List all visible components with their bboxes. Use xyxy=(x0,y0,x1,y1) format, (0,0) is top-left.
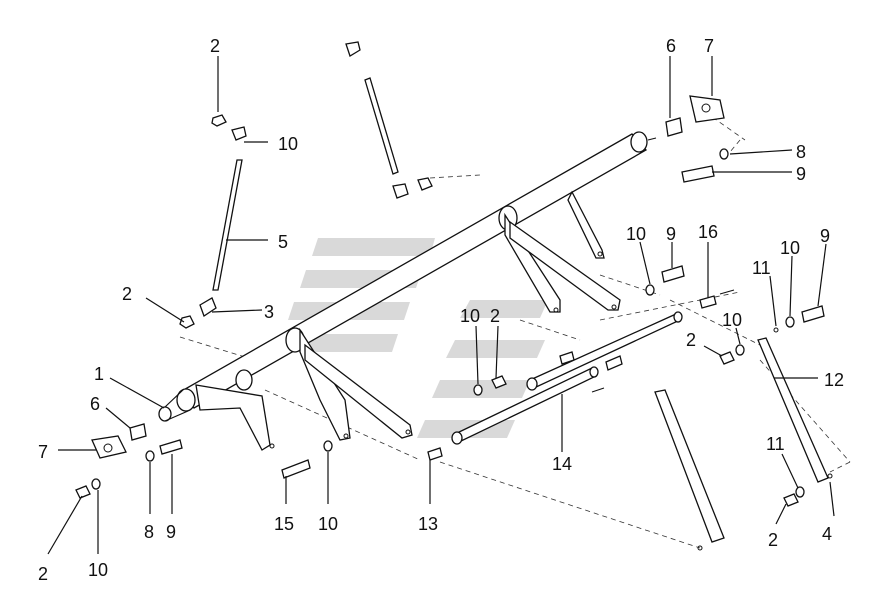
callout-label: 8 xyxy=(144,522,154,542)
callout-label: 10 xyxy=(88,560,108,580)
shaft-levers xyxy=(195,190,621,451)
callout-label: 10 xyxy=(318,514,338,534)
callout-labels: 2 10 5 2 3 1 6 7 8 9 2 10 6 7 8 9 10 9 1… xyxy=(38,36,844,584)
callout-label: 3 xyxy=(264,302,274,322)
callout-label: 15 xyxy=(274,514,294,534)
callout-label: 9 xyxy=(666,224,676,244)
callout-label: 9 xyxy=(820,226,830,246)
callout-label: 10 xyxy=(626,224,646,244)
link-rods xyxy=(451,311,829,543)
assembly-guide-lines xyxy=(179,111,851,549)
callout-label: 4 xyxy=(822,524,832,544)
callout-label: 10 xyxy=(460,306,480,326)
leader-lines xyxy=(47,56,835,555)
callout-label: 1 xyxy=(94,364,104,384)
callout-label: 6 xyxy=(90,394,100,414)
callout-label: 2 xyxy=(490,306,500,326)
callout-label: 14 xyxy=(552,454,572,474)
callout-label: 16 xyxy=(698,222,718,242)
callout-label: 10 xyxy=(722,310,742,330)
callout-label: 2 xyxy=(768,530,778,550)
callout-label: 10 xyxy=(278,134,298,154)
callout-label: 9 xyxy=(796,164,806,184)
callout-label: 2 xyxy=(122,284,132,304)
callout-label: 9 xyxy=(166,522,176,542)
callout-label: 2 xyxy=(210,36,220,56)
callout-label: 11 xyxy=(766,434,785,454)
callout-label: 7 xyxy=(38,442,48,462)
callout-label: 7 xyxy=(704,36,714,56)
callout-label: 12 xyxy=(824,370,844,390)
callout-label: 10 xyxy=(780,238,800,258)
callout-label: 13 xyxy=(418,514,438,534)
callout-label: 5 xyxy=(278,232,288,252)
callout-label: 8 xyxy=(796,142,806,162)
callout-label: 2 xyxy=(686,330,696,350)
callout-label: 11 xyxy=(752,258,771,278)
callout-label: 6 xyxy=(666,36,676,56)
rods xyxy=(212,77,399,291)
main-shaft xyxy=(158,131,657,422)
callout-label: 2 xyxy=(38,564,48,584)
